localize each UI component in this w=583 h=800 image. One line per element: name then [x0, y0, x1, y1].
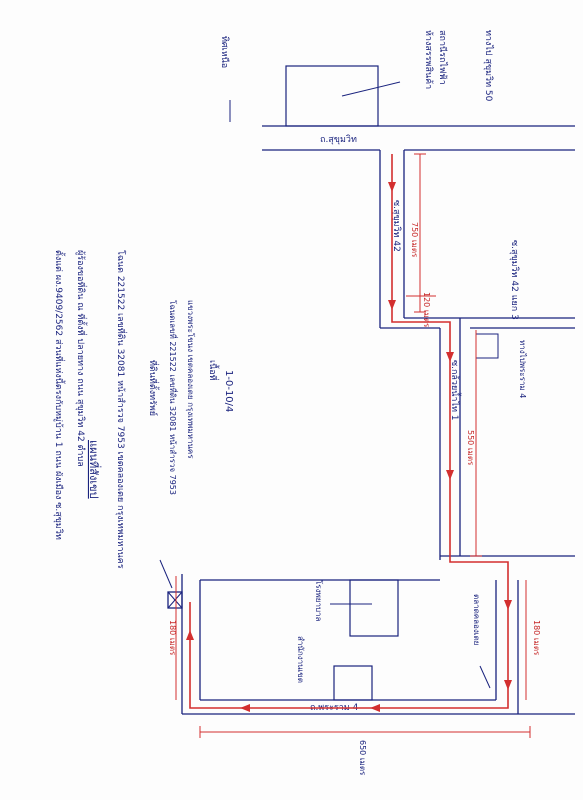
direction-label: ทางไปพระราม 4 — [518, 340, 527, 398]
road-top-label: ถ.สุขุมวิท — [320, 134, 357, 145]
junction-box — [475, 333, 499, 359]
soi-main-label: ซ.สุขุมวิท 42 — [391, 200, 402, 252]
route-arrows — [186, 182, 512, 712]
area-label: เนื้อที่ — [207, 360, 220, 381]
landmark-station: สถานีรถไฟฟ้า — [437, 30, 448, 85]
building-mall — [285, 65, 379, 127]
header-title: แผนที่สังเขป — [87, 440, 102, 499]
landmark-mall: ห้างสรรพสินค้า — [423, 30, 434, 89]
target-owner: แขวงพระโขนง เขตคลองเตย กรุงเทพมหานคร — [186, 300, 196, 459]
market-arrow — [479, 665, 491, 689]
landmark-market: ตลาดคลองเตย — [472, 594, 481, 645]
soi-main — [379, 150, 575, 560]
building-office — [333, 665, 373, 701]
distance-650: 650 เมตร — [358, 740, 367, 776]
target-detail: โฉนดเลขที่ 221522 เลขที่ดิน 32081 หน้าสำ… — [168, 300, 179, 495]
road-top — [262, 125, 575, 151]
distance-120: 120 เมตร — [422, 292, 431, 328]
target-arrow — [159, 559, 173, 589]
area-value: 1-0-10/4 — [223, 370, 234, 412]
header-line2: ผู้ร้องขอที่ดิน ณ ที่ตั้งที่ ปลายทาง ถนน… — [75, 250, 88, 467]
distance-180-right: 180 เมตร — [532, 620, 541, 656]
landmark-office: สำนักงานเขต — [296, 636, 305, 683]
target-property — [167, 591, 183, 609]
header-line3: โฉนด 221522 เลขที่ดิน 32081 หน้าสำรวจ 79… — [115, 250, 128, 569]
mall-arrow — [341, 81, 401, 97]
header-line1: ตั้งแต่ ผง.9409/2562 ส่วนที่แห่งนี้ตรงกั… — [53, 250, 66, 540]
north-label: ทิศเหนือ — [219, 36, 230, 68]
building-hospital — [349, 579, 399, 637]
header-block: แผนที่สังเขป ตั้งแต่ ผง.9409/2562 ส่วนที… — [53, 250, 128, 569]
distance-180-left: 180 เมตร — [168, 620, 177, 656]
soi-branch-label: ซ.กล้วยน้ำไท 1 — [449, 360, 462, 421]
target-label: ที่ดินที่ตั้งทรัพย์ — [147, 360, 160, 416]
right-note: ทางไป สุขุมวิท 50 — [483, 30, 494, 102]
distance-750: 750 เมตร — [410, 222, 419, 258]
soi-right-label: ซ.สุขุมวิท 42 แยก 3 — [509, 240, 520, 320]
distance-550: 550 เมตร — [466, 430, 475, 466]
landmark-hospital: โรงพยาบาล — [314, 580, 324, 622]
distance-markers — [175, 153, 531, 738]
